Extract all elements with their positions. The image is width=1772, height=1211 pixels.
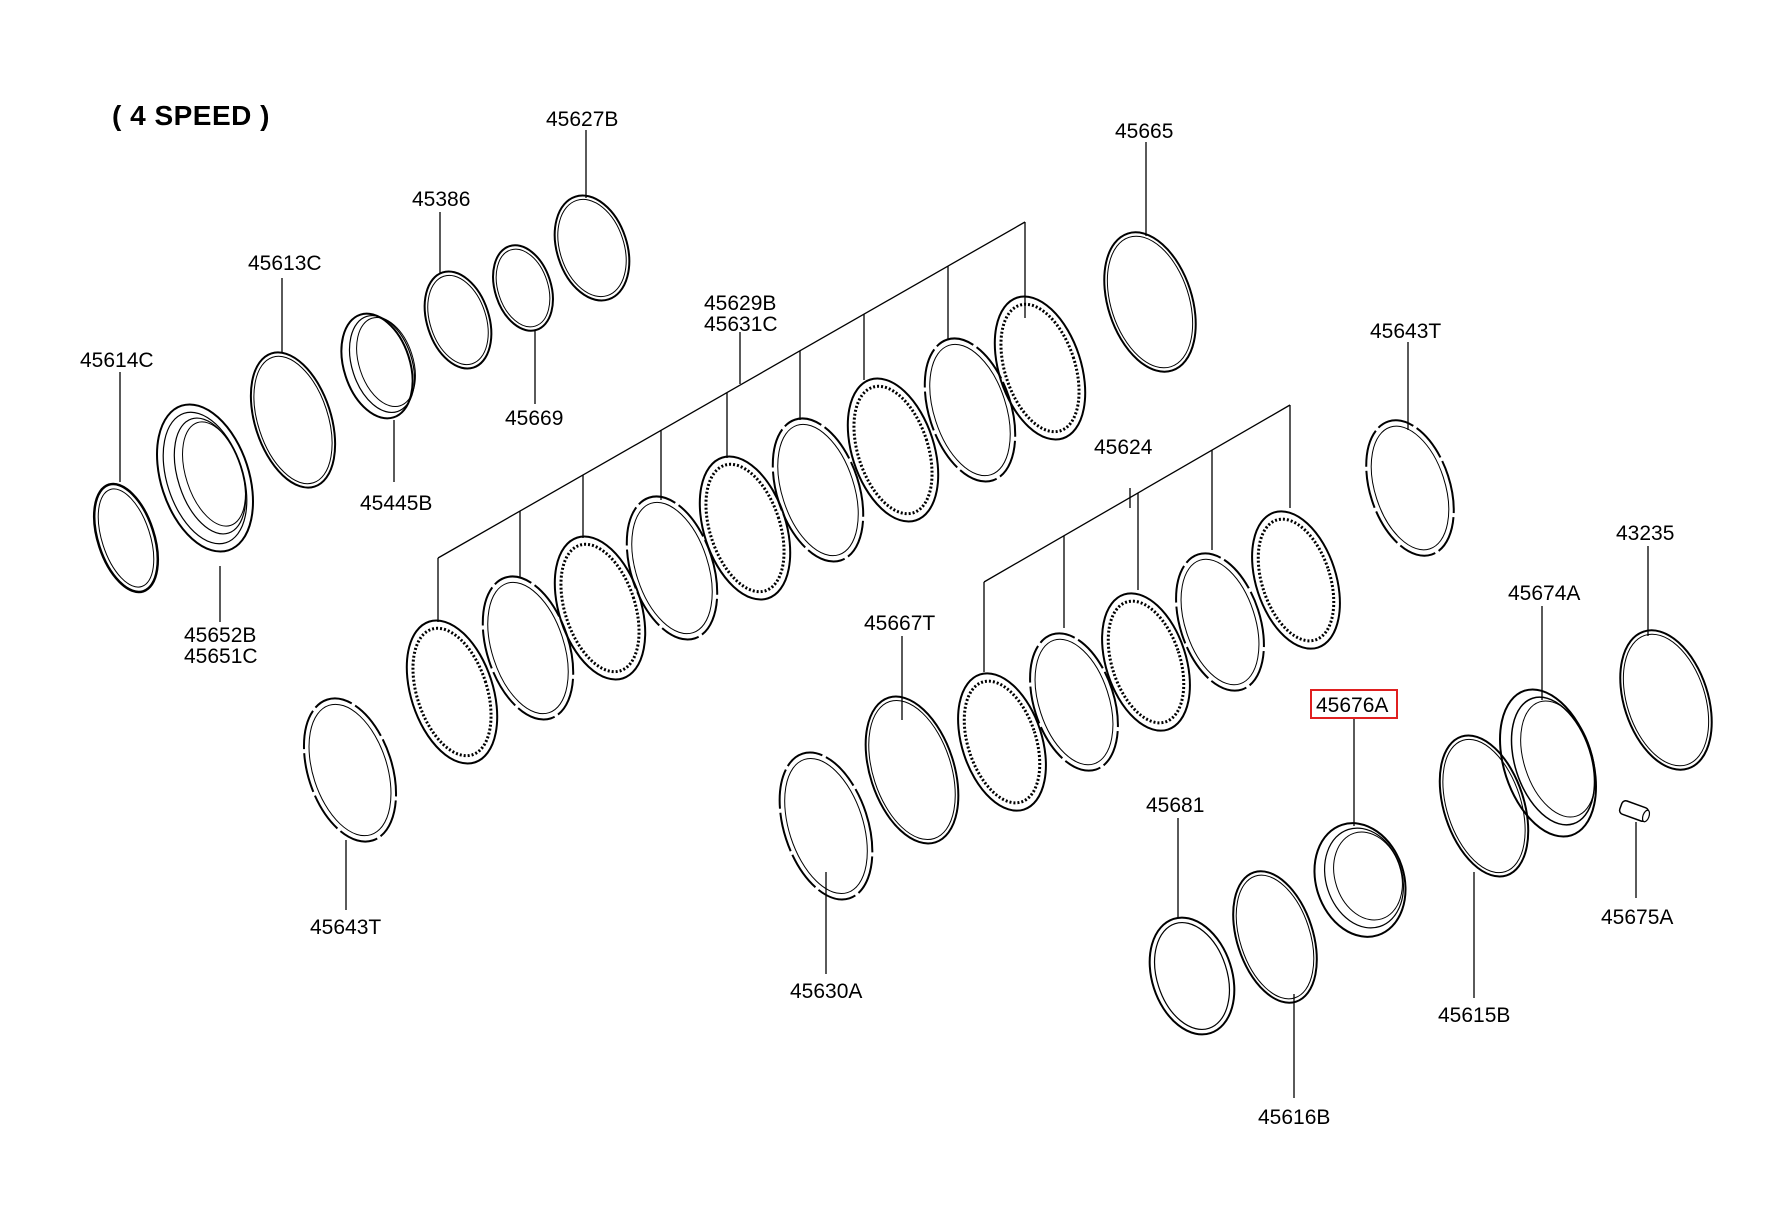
label-45675A[interactable]: 45675A — [1601, 906, 1673, 929]
label-45631C[interactable]: 45631C — [704, 313, 778, 336]
part-45386-ring[interactable] — [413, 263, 503, 377]
part-45667T-snap-ring[interactable] — [849, 685, 976, 856]
part-45676A-piston[interactable] — [1300, 811, 1420, 949]
part-45643T-bottom-plate[interactable] — [287, 687, 413, 854]
label-45643T-bottom[interactable]: 45643T — [310, 916, 381, 939]
label-45676A[interactable]: 45676A — [1316, 694, 1388, 717]
label-43235[interactable]: 43235 — [1616, 522, 1674, 545]
part-45631C-clutch-plate-2[interactable] — [610, 485, 734, 651]
part-45624-clutch-plate-1[interactable] — [1014, 622, 1134, 782]
label-45624[interactable]: 45624 — [1094, 436, 1153, 459]
part-45613C-ring[interactable] — [235, 342, 351, 499]
part-43235-snap-ring[interactable] — [1604, 619, 1728, 782]
label-45630A[interactable]: 45630A — [790, 980, 862, 1003]
part-45629B-clutch-disc-2[interactable] — [538, 525, 662, 691]
part-45614C-ring[interactable] — [82, 476, 170, 600]
part-45629B-clutch-disc-5[interactable] — [978, 285, 1102, 451]
part-45629B-clutch-disc-4[interactable] — [831, 367, 955, 533]
part-45624-clutch-disc-2[interactable] — [1086, 582, 1206, 742]
label-45615B[interactable]: 45615B — [1438, 1004, 1510, 1027]
label-45616B[interactable]: 45616B — [1258, 1106, 1330, 1129]
diagram-title: ( 4 SPEED ) — [112, 100, 270, 131]
highlight-box-45676A — [1310, 689, 1398, 719]
label-45643T-top[interactable]: 45643T — [1370, 320, 1441, 343]
part-45665-snap-ring[interactable] — [1088, 221, 1212, 384]
label-45629B[interactable]: 45629B — [704, 292, 776, 315]
part-45629B-clutch-disc-1[interactable] — [390, 609, 514, 775]
part-45674A-retainer[interactable] — [1483, 677, 1614, 849]
label-45651C[interactable]: 45651C — [184, 645, 258, 668]
part-45675A-pin[interactable] — [1618, 800, 1651, 823]
part-45629B-clutch-disc-3[interactable] — [683, 445, 807, 611]
part-45624-clutch-plate-2[interactable] — [1160, 542, 1280, 702]
label-45614C[interactable]: 45614C — [80, 349, 154, 372]
part-45631C-clutch-plate-1[interactable] — [466, 565, 590, 731]
label-45652B[interactable]: 45652B — [184, 624, 256, 647]
label-45665[interactable]: 45665 — [1115, 120, 1173, 143]
label-45667T[interactable]: 45667T — [864, 612, 935, 635]
label-45674A[interactable]: 45674A — [1508, 582, 1580, 605]
leader-lines — [119, 130, 1649, 1098]
part-45445B-seal[interactable] — [329, 304, 426, 427]
label-45627B[interactable]: 45627B — [546, 108, 618, 131]
part-45615B-ring[interactable] — [1423, 724, 1544, 888]
label-45669[interactable]: 45669 — [505, 407, 563, 430]
part-45643T-top-plate[interactable] — [1350, 409, 1469, 567]
part-45669-snap-ring[interactable] — [483, 238, 563, 339]
label-45386[interactable]: 45386 — [412, 188, 470, 211]
part-45631C-clutch-plate-3[interactable] — [756, 407, 880, 573]
label-45681[interactable]: 45681 — [1146, 794, 1204, 817]
part-45631C-clutch-plate-4[interactable] — [908, 327, 1032, 493]
part-45616B-ring[interactable] — [1218, 861, 1332, 1014]
part-45627B-ring[interactable] — [542, 186, 642, 310]
label-45445B[interactable]: 45445B — [360, 492, 432, 515]
part-45630A-plate[interactable] — [763, 741, 890, 912]
part-45624-clutch-disc-1[interactable] — [942, 662, 1062, 822]
part-45624-clutch-disc-3[interactable] — [1236, 500, 1356, 660]
label-45613C[interactable]: 45613C — [248, 252, 322, 275]
part-45652B-piston[interactable] — [140, 392, 271, 564]
part-45681-ring[interactable] — [1135, 907, 1248, 1046]
